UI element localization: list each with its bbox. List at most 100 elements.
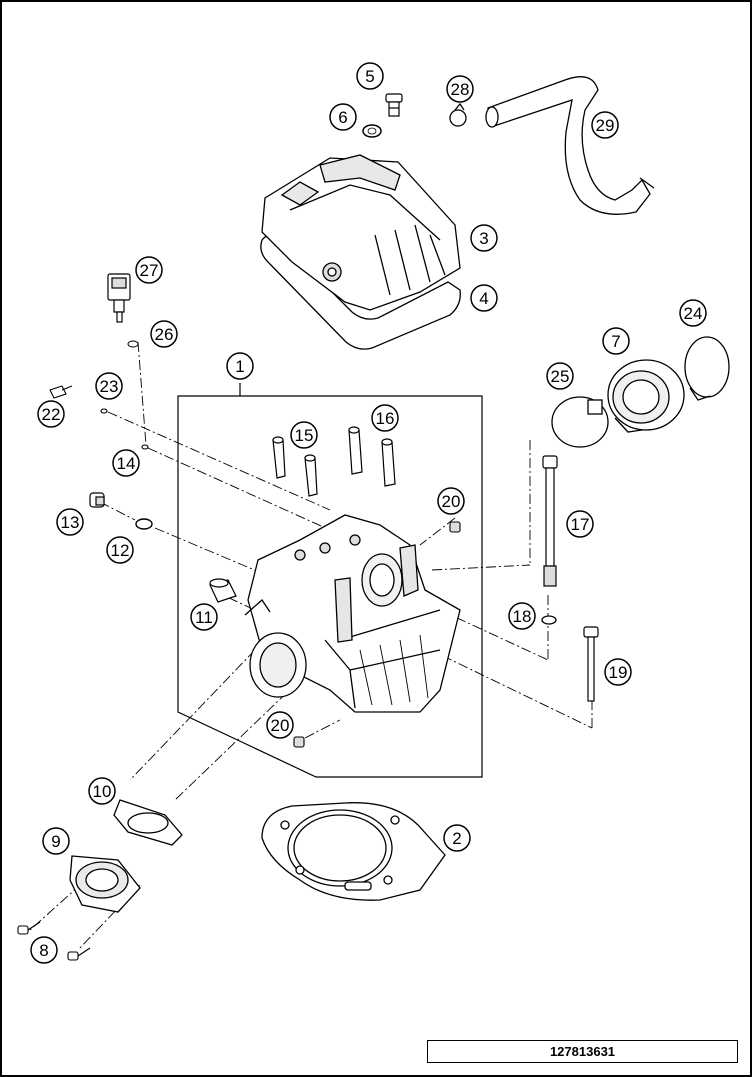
flange-screws	[17, 921, 91, 961]
callout-number: 10	[93, 782, 112, 801]
plug-screws	[293, 521, 461, 748]
callout-number: 12	[111, 541, 130, 560]
callout-number: 14	[117, 454, 136, 473]
callout-circle	[329, 103, 357, 131]
callout-circle	[437, 487, 465, 515]
callout-circle	[591, 111, 619, 139]
callout-number: 6	[338, 108, 347, 127]
breather-hose	[485, 76, 655, 215]
leader-lines	[29, 341, 593, 951]
cylinder-head-gasket	[261, 802, 446, 901]
callout-circle	[88, 777, 116, 805]
callout-24: 24	[679, 299, 707, 327]
callout-17: 17	[566, 510, 594, 538]
callout-circle	[602, 327, 630, 355]
callout-11: 11	[190, 603, 218, 631]
callout-number: 7	[611, 332, 620, 351]
callout-circle	[150, 320, 178, 348]
callout-number: 28	[451, 80, 470, 99]
callout-circle	[135, 256, 163, 284]
callout-2: 2	[443, 824, 471, 852]
callout-number: 27	[140, 261, 159, 280]
callout-number: 5	[365, 67, 374, 86]
callout-20: 20	[437, 487, 465, 515]
intake-flange	[607, 359, 685, 433]
callout-28: 28	[446, 75, 474, 103]
callout-number: 8	[39, 941, 48, 960]
screw-plug	[89, 492, 105, 508]
callout-18: 18	[508, 602, 536, 630]
intake-gasket	[113, 799, 183, 846]
callout-circle	[470, 224, 498, 252]
callout-19: 19	[604, 658, 632, 686]
callout-number: 9	[51, 832, 60, 851]
callout-circle	[566, 510, 594, 538]
callout-number: 18	[513, 607, 532, 626]
callout-number: 13	[61, 513, 80, 532]
hose-clamp-small	[449, 102, 467, 127]
callout-3: 3	[470, 224, 498, 252]
callout-number: 20	[271, 716, 290, 735]
seal-ring	[135, 518, 153, 530]
small-fasteners	[49, 385, 149, 450]
callout-circle	[42, 827, 70, 855]
callout-13: 13	[56, 508, 84, 536]
callout-26: 26	[150, 320, 178, 348]
callout-circle	[112, 449, 140, 477]
callout-circle	[604, 658, 632, 686]
callout-number: 4	[479, 289, 488, 308]
callout-circle	[371, 404, 399, 432]
callout-circle	[508, 602, 536, 630]
callout-number: 20	[442, 492, 461, 511]
dowel-sleeve	[209, 578, 237, 603]
callout-15: 15	[290, 421, 318, 449]
callout-circle	[443, 824, 471, 852]
callout-16: 16	[371, 404, 399, 432]
cylinder-head-bolt-long	[542, 455, 558, 587]
callout-number: 22	[42, 405, 61, 424]
callout-29: 29	[591, 111, 619, 139]
callout-number: 11	[195, 608, 213, 627]
callout-number: 1	[235, 357, 244, 376]
callout-number: 23	[100, 377, 119, 396]
callout-20: 20	[266, 711, 294, 739]
callout-8: 8	[30, 936, 58, 964]
callout-1: 1	[226, 352, 254, 380]
callout-number: 3	[479, 229, 488, 248]
callout-12: 12	[106, 536, 134, 564]
callout-circle	[37, 400, 65, 428]
cylinder-head-bolt	[583, 626, 599, 702]
callout-circle	[356, 62, 384, 90]
callout-25: 25	[546, 362, 574, 390]
clamp-medium	[551, 396, 609, 448]
callout-5: 5	[356, 62, 384, 90]
callout-10: 10	[88, 777, 116, 805]
callout-labels: 1234567891011121314151617181920202223242…	[30, 62, 707, 964]
callout-22: 22	[37, 400, 65, 428]
cylinder-head	[244, 514, 461, 713]
callout-circle	[266, 711, 294, 739]
callout-circle	[470, 284, 498, 312]
callout-circle	[679, 299, 707, 327]
callout-circle	[106, 536, 134, 564]
clamp-large	[684, 336, 730, 401]
valve-guides	[272, 426, 396, 497]
sensor-gasket	[127, 340, 139, 348]
valve-cover	[261, 154, 461, 311]
callout-number: 15	[295, 426, 314, 445]
callout-number: 29	[596, 116, 615, 135]
callout-7: 7	[602, 327, 630, 355]
callout-6: 6	[329, 103, 357, 131]
callout-circle	[30, 936, 58, 964]
callout-14: 14	[112, 449, 140, 477]
assembly-outline	[177, 383, 483, 778]
callout-number: 26	[155, 325, 174, 344]
intake-flange-rubber	[69, 855, 141, 913]
callout-23: 23	[95, 372, 123, 400]
callout-circle	[546, 362, 574, 390]
document-number: 127813631	[427, 1040, 738, 1063]
callout-9: 9	[42, 827, 70, 855]
